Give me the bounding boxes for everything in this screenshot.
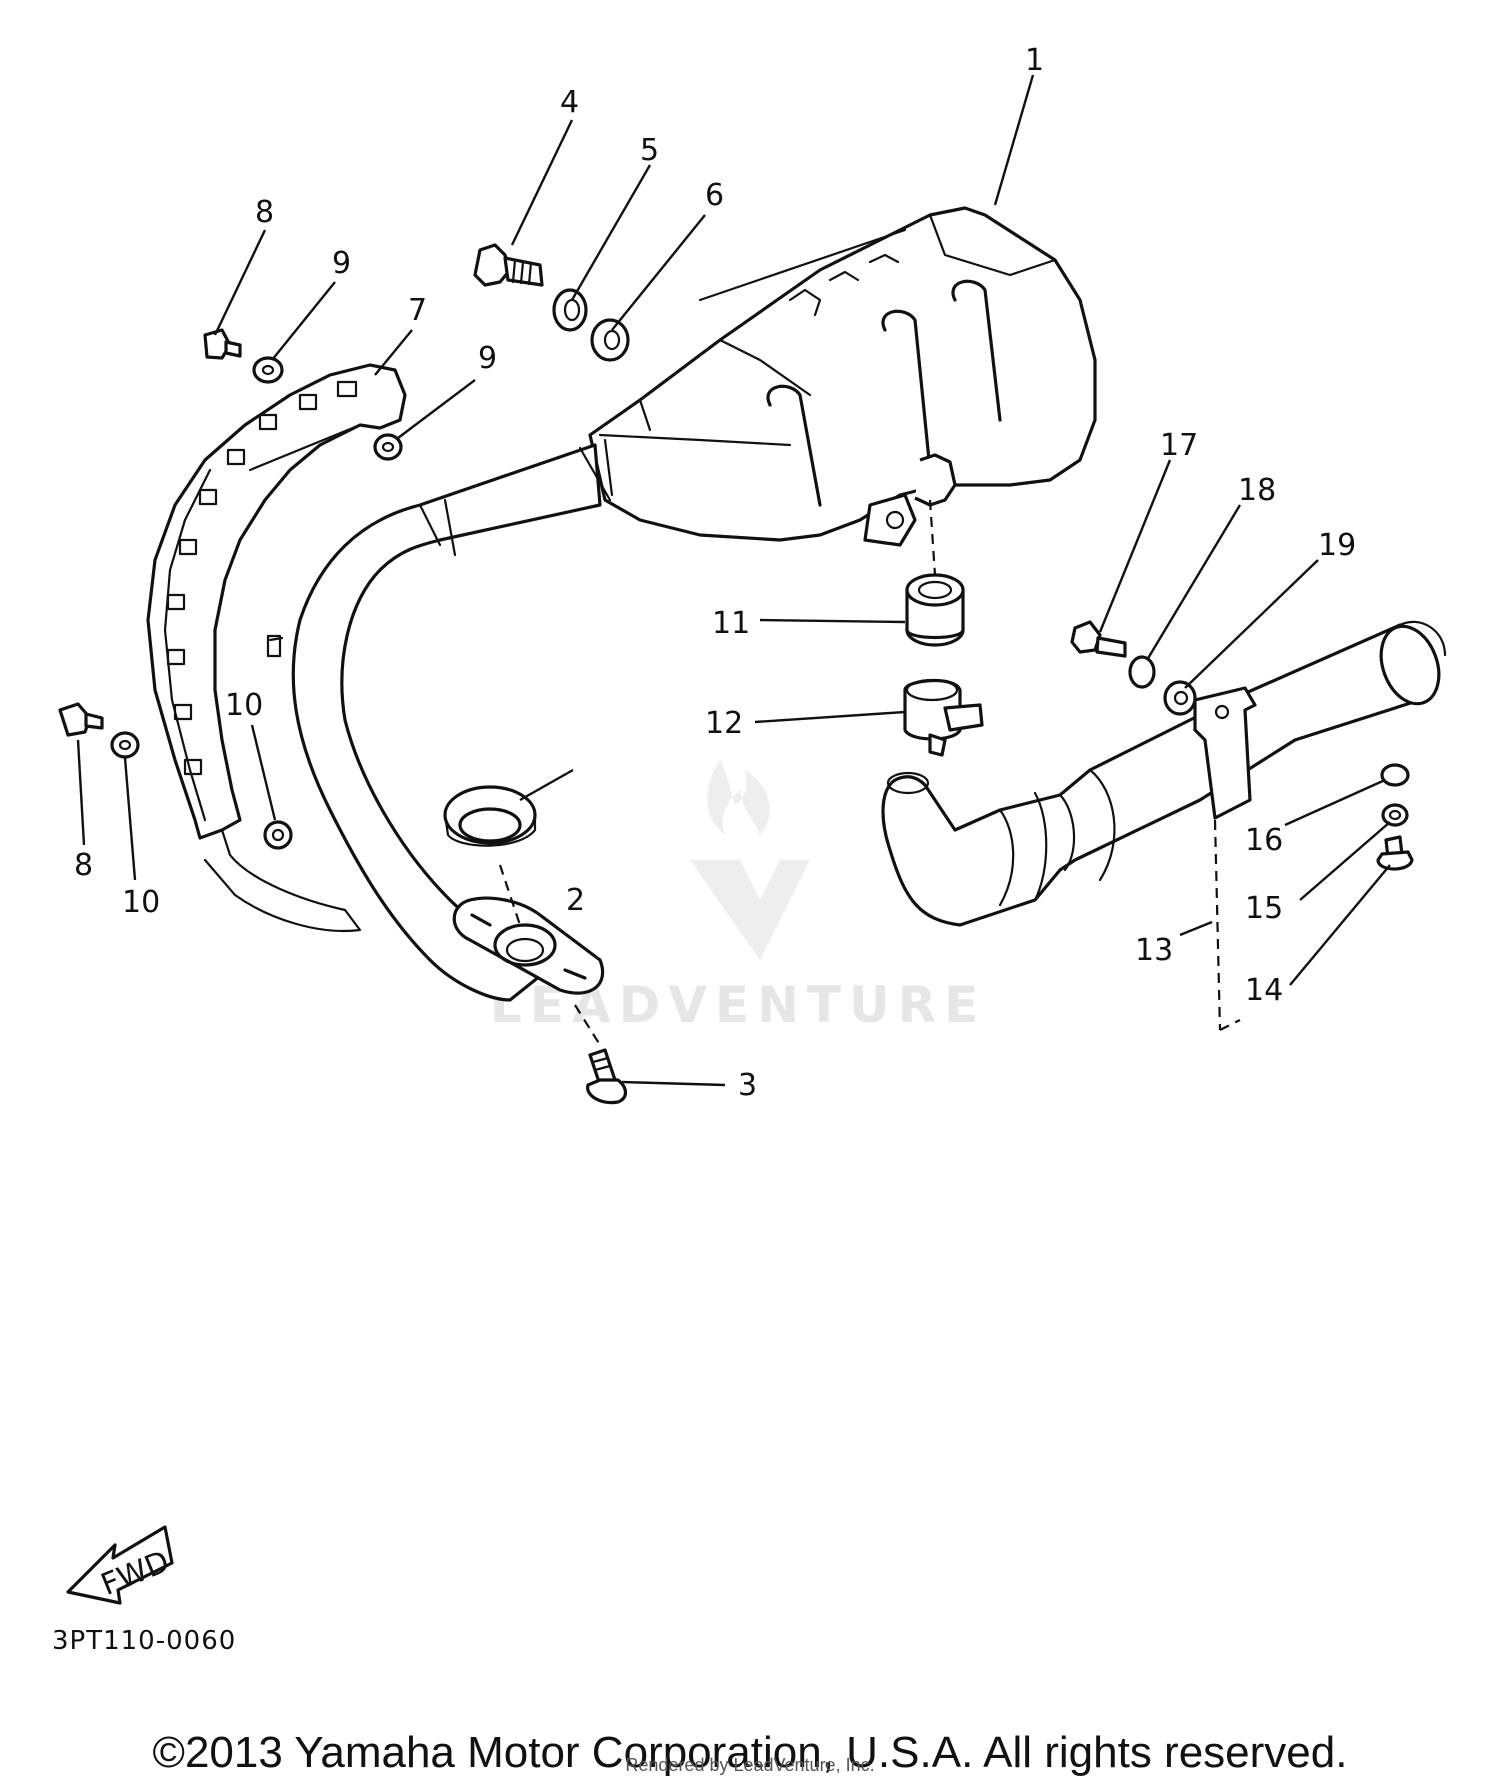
part-nut-9-mid xyxy=(373,433,403,461)
callout-labels: 1 2 3 4 5 6 7 8 8 9 9 10 10 11 12 13 14 … xyxy=(74,43,1356,1103)
rendered-by-notice: Rendered by LeadVenture, Inc. xyxy=(625,1755,875,1775)
part-washer-18 xyxy=(1128,655,1156,689)
part-nut-9-top xyxy=(252,356,284,384)
part-washer-6 xyxy=(590,318,630,362)
part-washer-15 xyxy=(1381,803,1409,827)
callout-2: 2 xyxy=(566,883,585,918)
callout-13: 13 xyxy=(1135,933,1173,968)
callout-8-left: 8 xyxy=(74,848,93,883)
part-washer-5 xyxy=(552,288,588,332)
callout-16: 16 xyxy=(1245,823,1283,858)
part-header-pipe xyxy=(266,443,612,1002)
callout-14: 14 xyxy=(1245,973,1283,1008)
callout-1: 1 xyxy=(1025,43,1044,78)
catalog-code: 3PT110-0060 xyxy=(52,1626,237,1656)
part-heat-protector xyxy=(146,363,407,932)
part-silencer-13 xyxy=(881,620,1447,1031)
part-exhaust-flange xyxy=(452,864,605,1046)
callout-19: 19 xyxy=(1318,528,1356,563)
callout-12: 12 xyxy=(705,706,743,741)
leader-lines xyxy=(76,74,1391,1087)
fwd-arrow-icon: FWD xyxy=(66,1525,174,1605)
part-washer-19 xyxy=(1163,680,1197,716)
callout-10-mid: 10 xyxy=(225,688,263,723)
callout-17: 17 xyxy=(1160,428,1198,463)
callout-6: 6 xyxy=(705,178,724,213)
part-clamp-12 xyxy=(903,678,984,757)
callout-7: 7 xyxy=(408,293,427,328)
part-exhaust-chamber xyxy=(588,206,1097,547)
part-nut-10-left xyxy=(110,731,140,759)
callout-8-top: 8 xyxy=(255,195,274,230)
part-grommet-11 xyxy=(905,499,965,647)
callout-3: 3 xyxy=(738,1068,757,1103)
callout-5: 5 xyxy=(640,133,659,168)
callout-11: 11 xyxy=(712,606,750,641)
part-gasket xyxy=(443,785,537,847)
callout-9-top: 9 xyxy=(332,246,351,281)
part-bolt-4 xyxy=(473,243,544,287)
part-bolt-8-top xyxy=(203,328,242,360)
callout-9-mid: 9 xyxy=(478,341,497,376)
part-bolt-14 xyxy=(1376,835,1414,871)
part-flange-bolt xyxy=(586,1048,628,1105)
part-nut-10-mid xyxy=(263,820,293,850)
leadventure-watermark: LEADVENTURE xyxy=(490,760,978,1034)
copyright-notice: ©2013 Yamaha Motor Corporation, U.S.A. A… xyxy=(152,1728,1348,1777)
part-nut-16 xyxy=(1380,763,1410,787)
callout-4: 4 xyxy=(560,85,579,120)
callout-15: 15 xyxy=(1245,891,1283,926)
part-bolt-17 xyxy=(1070,620,1127,658)
part-bolt-8-left xyxy=(58,702,104,737)
callout-10-left: 10 xyxy=(122,885,160,920)
callout-18: 18 xyxy=(1238,473,1276,508)
